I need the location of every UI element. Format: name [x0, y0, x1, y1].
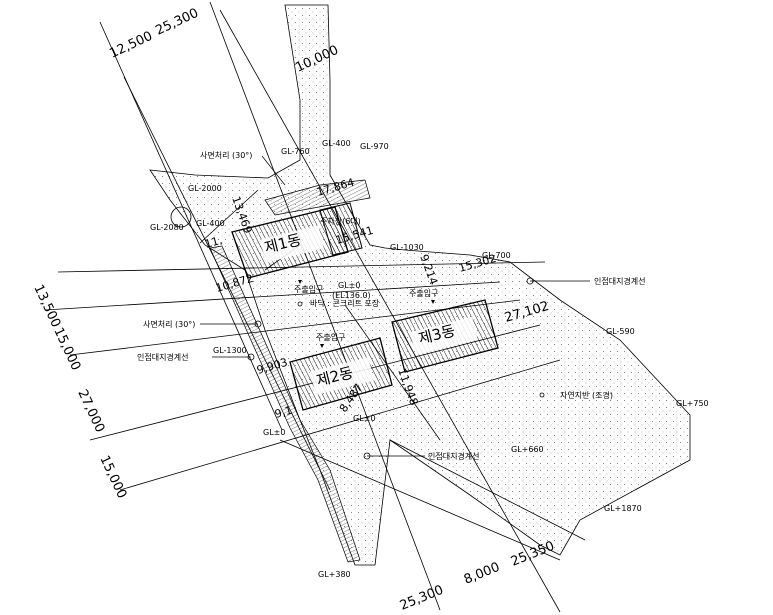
dim-left-13500: 13,500 [30, 282, 63, 330]
dim-bottom-25350: 25,350 [509, 539, 557, 570]
natural-ground-note: 자연지반 (조경) [560, 390, 613, 400]
level-gl-1030: GL-1030 [390, 243, 424, 252]
elevation-label: GL±0 [338, 281, 360, 290]
slope-hatching [209, 179, 371, 563]
level-gl-700: GL-700 [482, 251, 511, 260]
dim-bottom-25300: 25,300 [398, 583, 446, 614]
leader-lines [200, 155, 590, 457]
slope-strip-top [264, 179, 371, 216]
entrance-label-2: 주출입구 [316, 332, 345, 342]
level-gl-660: GL+660 [511, 445, 544, 454]
level-gl-0-left: GL±0 [263, 428, 285, 437]
dim-left-27000: 27,000 [74, 387, 107, 435]
dim-bottom-8000: 8,000 [462, 560, 502, 588]
markers [170, 206, 545, 460]
dim-left-15000a: 15,000 [50, 325, 83, 373]
level-gl-1870: GL+1870 [604, 504, 642, 513]
boundary-note-right: 인접대지경계선 [594, 276, 646, 286]
level-gl-2080: GL-2080 [150, 223, 184, 232]
level-gl-590: GL-590 [606, 327, 635, 336]
terrain-areas [149, 4, 691, 566]
level-gl-400-left: GL-400 [196, 219, 225, 228]
entrance-label-3: 주출입구 [409, 288, 438, 298]
boundary-note-left: 인접대지경계선 [137, 352, 189, 362]
elevation-sub-label: (EL136.0) [332, 291, 371, 300]
parking-area [319, 202, 363, 256]
slope-strip-left [209, 245, 361, 563]
level-gl-750: GL+750 [676, 399, 709, 408]
level-gl-380: GL+380 [318, 570, 351, 579]
dim-left-15000b: 15,000 [96, 453, 129, 501]
level-gl-2000: GL-2000 [188, 184, 222, 193]
buildings [231, 202, 499, 411]
parking-note: 주차장(6대) [320, 216, 361, 226]
level-gl-0-center: GL±0 [353, 414, 375, 423]
floor-note: 바닥 : 콘크리트 포장 [310, 298, 380, 308]
road-strip [149, 4, 691, 566]
level-gl-760: GL-760 [281, 147, 310, 156]
survey-point-marker [170, 206, 192, 228]
entrance-label-1: 주출입구 [294, 284, 323, 294]
level-gl-970: GL-970 [360, 142, 389, 151]
level-gl-1300: GL-1300 [213, 346, 247, 355]
dim-9-1: 9,1 [273, 404, 293, 421]
dim-top-12500: 12,500 [107, 29, 155, 62]
slope-note-top: 사면처리 (30°) [200, 150, 252, 160]
dim-11: 11, [203, 234, 223, 251]
boundary-note-bottom: 인접대지경계선 [428, 451, 480, 461]
level-gl-400-top: GL-400 [322, 139, 351, 148]
slope-note-left: 사면처리 (30°) [143, 319, 195, 329]
entrance-arrows [298, 280, 435, 348]
dim-top-25300: 25,300 [153, 6, 201, 39]
